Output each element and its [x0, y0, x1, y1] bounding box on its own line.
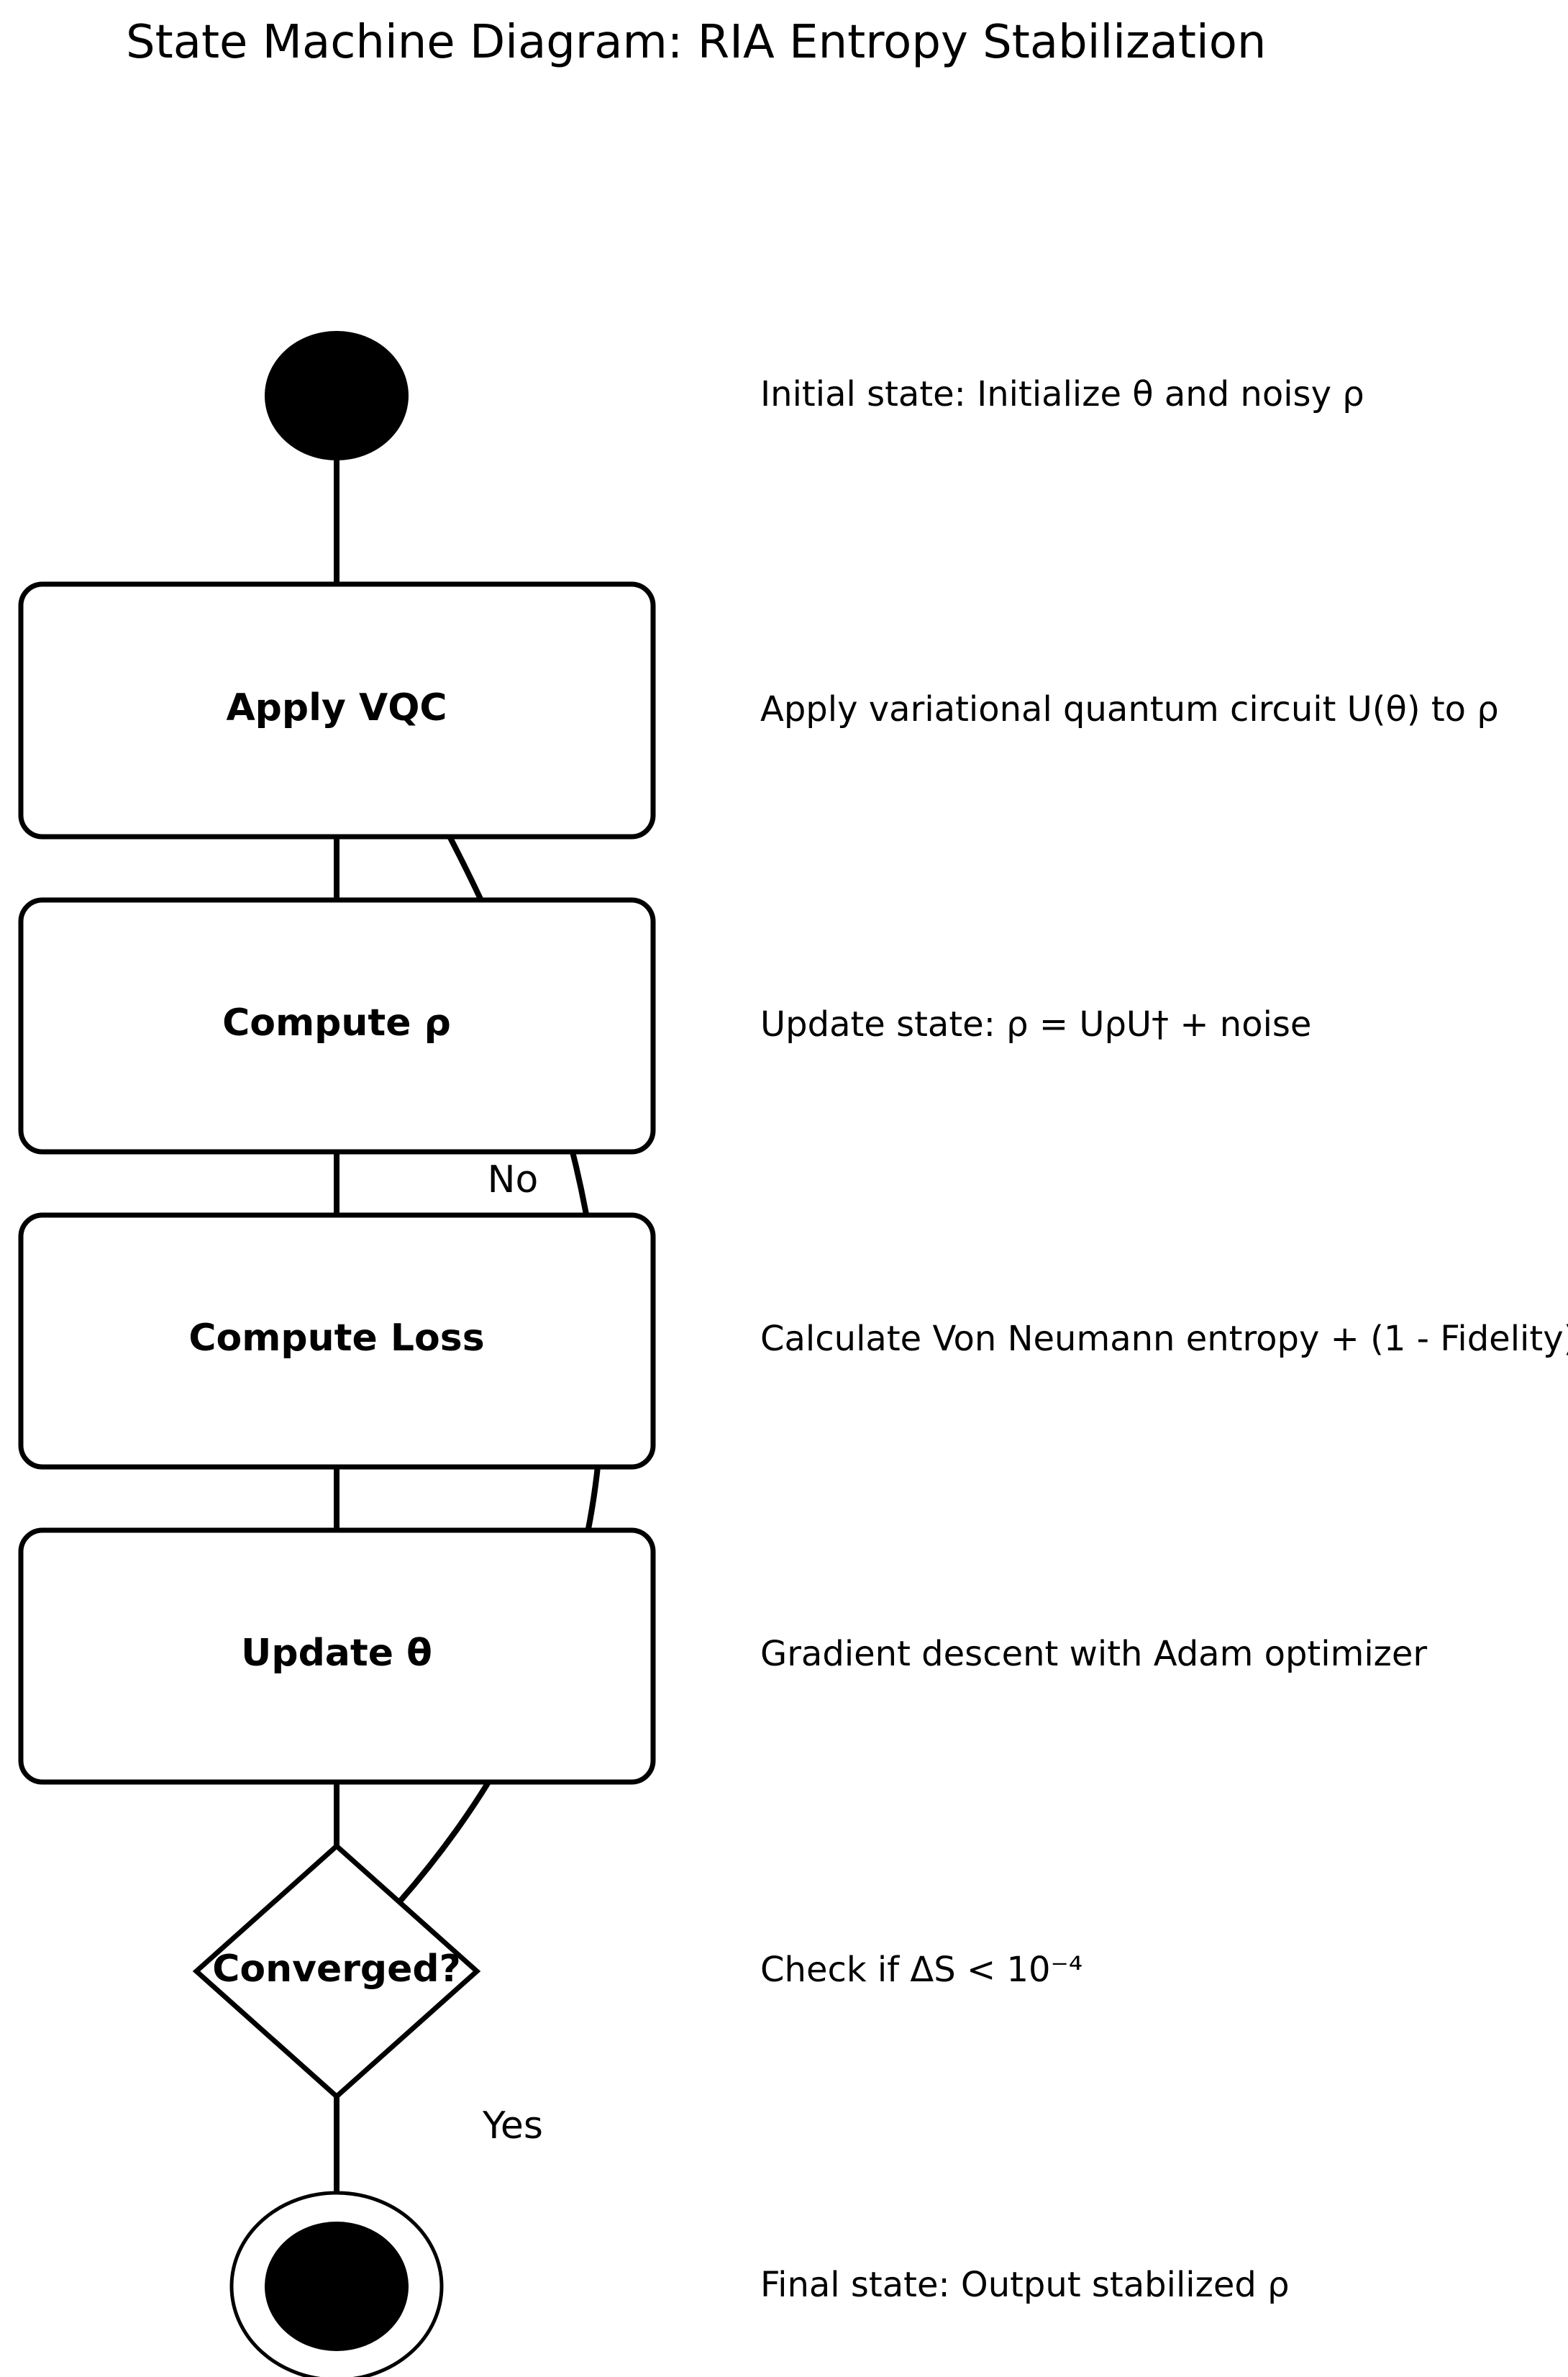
state-compute-loss-label: Compute Loss	[188, 1317, 484, 1360]
final-state-note: Final state: Output stabilized ρ	[760, 2265, 1290, 2305]
final-state-node	[229, 2191, 444, 2377]
state-update-theta-note: Gradient descent with Adam optimizer	[760, 1634, 1427, 1674]
diagram-title: State Machine Diagram: RIA Entropy Stabi…	[126, 16, 1266, 69]
edge-label-no: No	[488, 1158, 539, 1201]
state-compute-rho-label: Compute ρ	[222, 1001, 451, 1045]
state-update-theta: Update θ	[18, 1527, 656, 1785]
state-update-theta-label: Update θ	[241, 1632, 432, 1675]
state-apply-vqc-note: Apply variational quantum circuit U(θ) t…	[760, 689, 1499, 730]
decision-converged-label: Converged?	[212, 1947, 461, 1991]
decision-converged-note: Check if ΔS < 10⁻⁴	[760, 1950, 1082, 1990]
state-apply-vqc: Apply VQC	[18, 581, 656, 840]
decision-converged: Converged?	[192, 1842, 481, 2100]
initial-state-note: Initial state: Initialize θ and noisy ρ	[760, 374, 1364, 414]
state-compute-rho: Compute ρ	[18, 897, 656, 1155]
state-compute-loss-note: Calculate Von Neumann entropy + (1 - Fid…	[760, 1319, 1568, 1359]
state-compute-rho-note: Update state: ρ = UρU† + noise	[760, 1004, 1311, 1045]
state-compute-loss: Compute Loss	[18, 1212, 656, 1470]
edge-label-yes: Yes	[482, 2104, 543, 2148]
initial-state-node	[265, 331, 409, 460]
state-apply-vqc-label: Apply VQC	[226, 686, 447, 730]
